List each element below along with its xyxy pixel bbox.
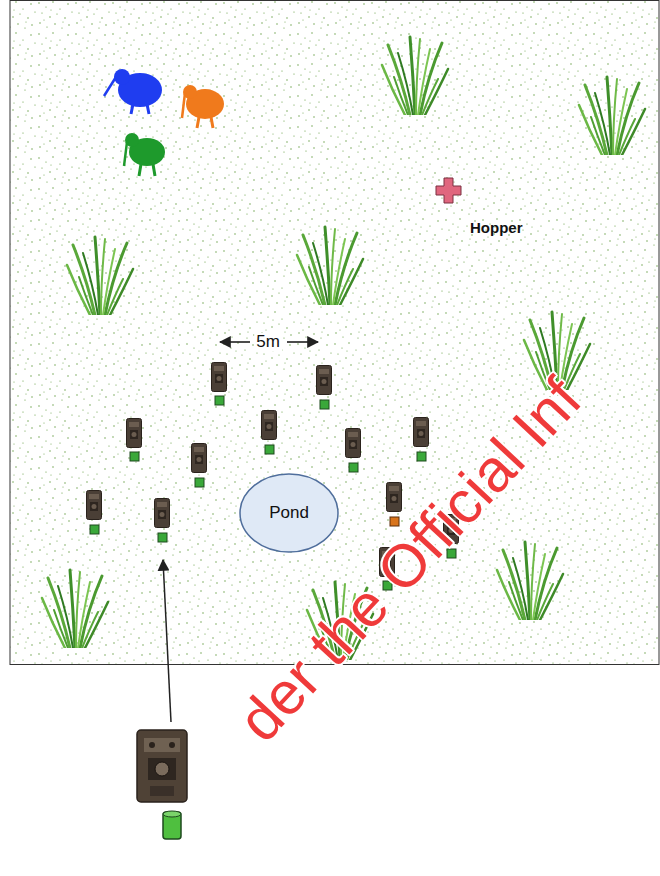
watermark: der the Official Inf (226, 366, 594, 754)
pond-ellipse: Pond (239, 473, 339, 553)
bird-blue (104, 69, 162, 114)
bird-green (124, 133, 165, 176)
node-text: Pond (269, 503, 309, 523)
dimension-label: 5m (254, 333, 282, 352)
bird-orange (182, 85, 224, 128)
hopper-label: Hopper (470, 220, 523, 237)
camera-inset (137, 730, 187, 839)
